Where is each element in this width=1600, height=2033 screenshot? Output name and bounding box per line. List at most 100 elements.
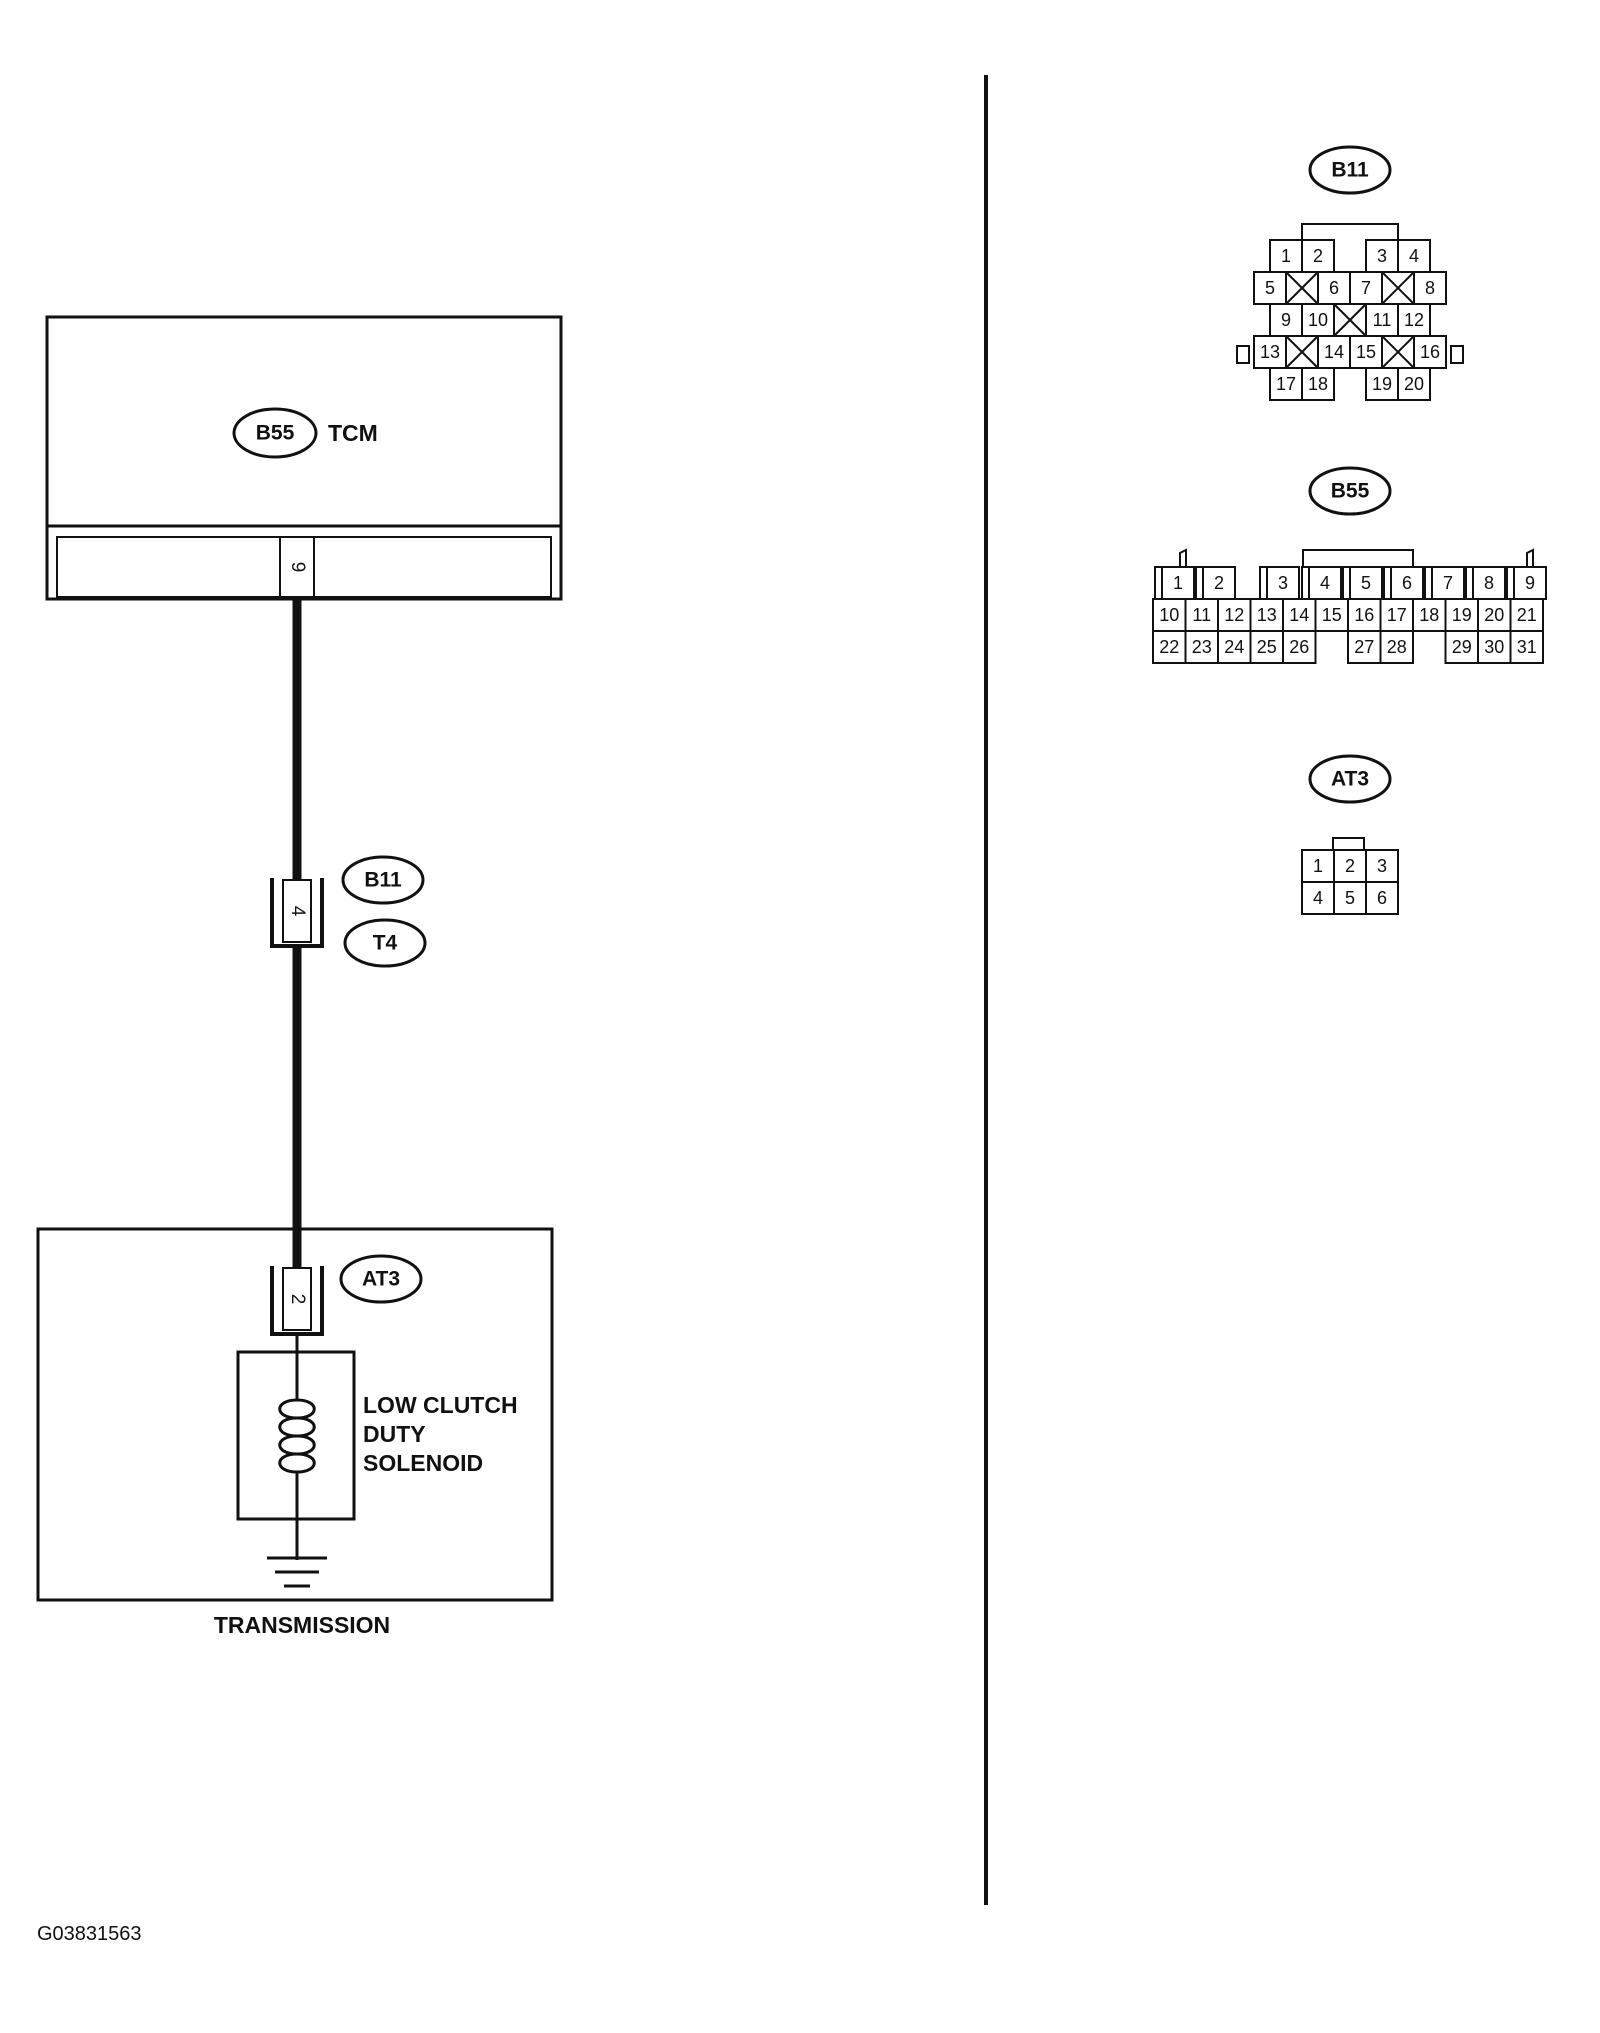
b55-pin-9-guide [1506, 566, 1515, 600]
transmission-box: 2 AT3 LOW CLUTCH DUTY SOLENOID [36, 1227, 554, 1602]
b11-pin-1-label: 1 [1281, 246, 1291, 266]
b55-pin-20-label: 20 [1484, 605, 1504, 625]
b55-pin-3-guide [1259, 566, 1268, 600]
b11-pin-18-label: 18 [1308, 374, 1328, 394]
b55-pin-5-guide [1342, 566, 1351, 600]
at3-pin-1: 1 [1301, 849, 1335, 883]
b55-pin-22: 22 [1152, 630, 1187, 664]
b55-pin-11: 11 [1184, 598, 1219, 632]
b55-pin-2: 2 [1202, 566, 1236, 600]
b55-pin-29: 29 [1444, 630, 1479, 664]
b11-pin-5-label: 5 [1265, 278, 1275, 298]
b55-pin-25: 25 [1249, 630, 1284, 664]
b55-pin-21-label: 21 [1517, 605, 1537, 625]
at3-pin-3-label: 3 [1377, 856, 1387, 876]
b55-pin-17: 17 [1379, 598, 1414, 632]
b55-pin-31-label: 31 [1517, 637, 1537, 657]
at3-oval [339, 1254, 423, 1304]
b55-pin-11-label: 11 [1192, 605, 1211, 625]
at3-face-label: AT3 [1331, 768, 1369, 791]
b55-pin-5: 5 [1349, 566, 1383, 600]
b55-pin-12: 12 [1217, 598, 1252, 632]
b11-pin-5: 5 [1253, 271, 1287, 305]
b11-pin-17: 17 [1269, 367, 1303, 401]
b55-pin-1-guide [1154, 566, 1163, 600]
b55-pin-4-guide [1301, 566, 1310, 600]
b11-pin-10: 10 [1301, 303, 1335, 337]
b55-pin-5-label: 5 [1361, 573, 1371, 593]
b11-pin-20-label: 20 [1404, 374, 1424, 394]
b55-pin-24-label: 24 [1224, 637, 1244, 657]
b11-pin-8-label: 8 [1425, 278, 1435, 298]
b55-pin-19: 19 [1444, 598, 1479, 632]
b55-pin-20: 20 [1477, 598, 1512, 632]
b11-blank-pin-1-1 [1381, 271, 1415, 305]
b11-blank-pin-3-0 [1285, 335, 1319, 369]
b11-pin-1: 1 [1269, 239, 1303, 273]
b55-pin-18: 18 [1412, 598, 1447, 632]
b11-pin-4-label: 4 [1409, 246, 1419, 266]
tcm-connector-label: B55 [256, 422, 295, 445]
b11-pin-3: 3 [1365, 239, 1399, 273]
b55-pin-14: 14 [1282, 598, 1317, 632]
b55-pin-3: 3 [1266, 566, 1300, 600]
b11-pin-3-label: 3 [1377, 246, 1387, 266]
b11-blank-pin-3-1 [1381, 335, 1415, 369]
b55-pin-6-label: 6 [1402, 573, 1412, 593]
b11-pin-7: 7 [1349, 271, 1383, 305]
b11-pin-2-label: 2 [1313, 246, 1323, 266]
b11-pin-14: 14 [1317, 335, 1351, 369]
b11-pin-12: 12 [1397, 303, 1431, 337]
at3-pin-2: 2 [1333, 849, 1367, 883]
at3-pin-3: 3 [1365, 849, 1399, 883]
tcm-pin-9: 9 [287, 562, 308, 573]
b11-pin-2: 2 [1301, 239, 1335, 273]
b55-pin-7: 7 [1431, 566, 1465, 600]
b55-pin-30-label: 30 [1484, 637, 1504, 657]
b11-pin-16: 16 [1413, 335, 1447, 369]
b11-blank-pin-2-0 [1333, 303, 1367, 337]
b55-pin-25-label: 25 [1257, 637, 1277, 657]
t4-oval [343, 918, 427, 968]
b11-blank-pin-1-0 [1285, 271, 1319, 305]
b11-pin-13: 13 [1253, 335, 1287, 369]
at3-junction-label: AT3 [362, 1268, 400, 1291]
at3-pin-5-label: 5 [1345, 888, 1355, 908]
b55-pin-22-label: 22 [1159, 637, 1179, 657]
b55-pin-23: 23 [1184, 630, 1219, 664]
b11-pin-9: 9 [1269, 303, 1303, 337]
b55-pin-6: 6 [1390, 566, 1424, 600]
at3-pin-6: 6 [1365, 881, 1399, 915]
b55-pin-4-label: 4 [1320, 573, 1330, 593]
at3-pin-1-label: 1 [1313, 856, 1323, 876]
b11-t4-junction: 4 B11 T4 [270, 855, 427, 968]
b55-pin-7-guide [1424, 566, 1433, 600]
b11-oval [341, 855, 425, 905]
t4-junction-label: T4 [373, 932, 398, 955]
b11-pin-19: 19 [1365, 367, 1399, 401]
b55-pin-8: 8 [1472, 566, 1506, 600]
b55-pin-13: 13 [1249, 598, 1284, 632]
b11-pin-15: 15 [1349, 335, 1383, 369]
b55-pin-16-label: 16 [1354, 605, 1374, 625]
b11-pin-11: 11 [1365, 303, 1399, 337]
b11-pin-18: 18 [1301, 367, 1335, 401]
b55-pin-10-label: 10 [1159, 605, 1179, 625]
at3-pin-6-label: 6 [1377, 888, 1387, 908]
b55-pin-7-label: 7 [1443, 573, 1453, 593]
b55-pin-30: 30 [1477, 630, 1512, 664]
b55-pin-16: 16 [1347, 598, 1382, 632]
b55-pin-8-guide [1465, 566, 1474, 600]
figure-code: G03831563 [37, 1923, 142, 1945]
ground-icon [267, 1556, 327, 1588]
b11-pin-13-label: 13 [1260, 342, 1280, 362]
b11-face-label: B11 [1331, 159, 1369, 182]
b55-pin-9-label: 9 [1525, 573, 1535, 593]
b55-pin-9: 9 [1513, 566, 1547, 600]
b11-pin-15-label: 15 [1356, 342, 1376, 362]
b55-pin-21: 21 [1509, 598, 1544, 632]
b11-pin-8: 8 [1413, 271, 1447, 305]
